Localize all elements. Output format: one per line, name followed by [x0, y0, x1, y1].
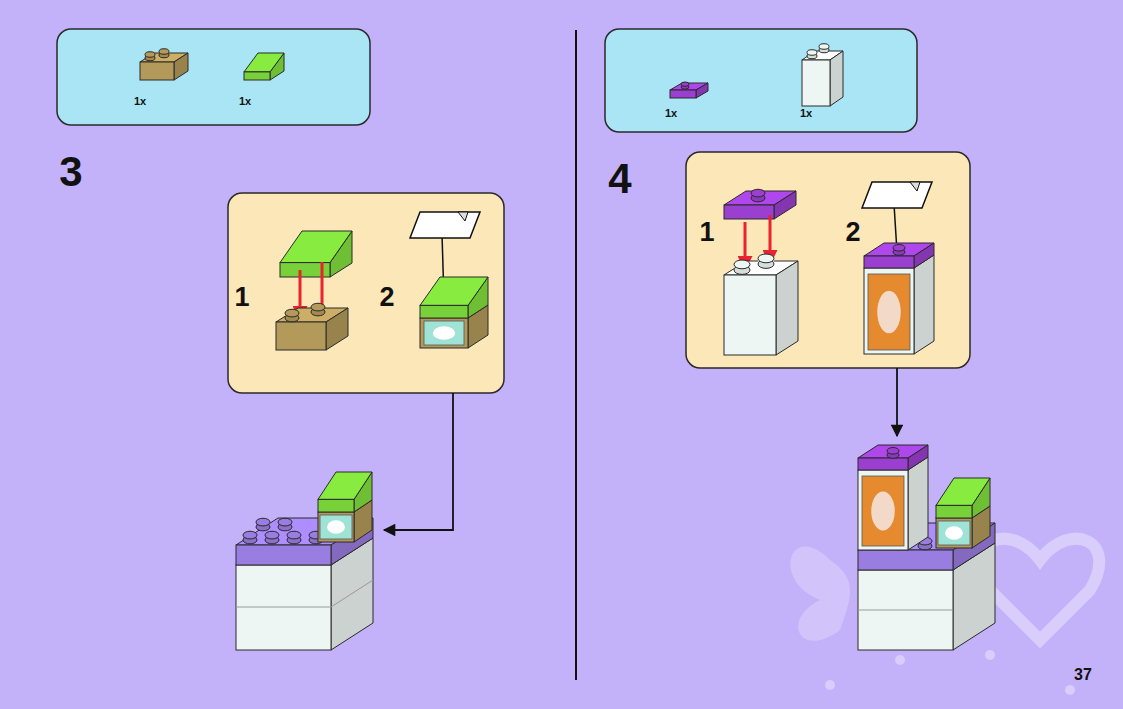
watermark	[790, 539, 1099, 695]
substep-panel: 12	[228, 193, 504, 393]
white-brick-1x2x2	[724, 254, 798, 355]
leader-arrow	[896, 368, 898, 436]
part-count: 1x	[134, 96, 146, 107]
assembly	[236, 472, 373, 650]
leader-arrow	[384, 393, 453, 530]
purple-plate-1x2	[670, 82, 708, 98]
page-divider	[575, 30, 577, 680]
step-number: 3	[59, 151, 82, 193]
parts-panel-fill	[605, 29, 917, 132]
part-count: 1x	[665, 108, 677, 119]
part-count: 1x	[239, 96, 251, 107]
white-brick-1x2x2	[802, 44, 843, 106]
substep-panel-fill	[228, 193, 504, 393]
green-slope	[280, 231, 352, 277]
substep-number: 1	[234, 284, 249, 311]
tan-brick-1x2	[140, 49, 188, 80]
part-count: 1x	[800, 108, 812, 119]
substep-panel: 12	[686, 152, 970, 368]
purple-plate-1x2	[724, 189, 796, 219]
page-number: 37	[1074, 667, 1092, 683]
parts-panel: 1x 1x	[605, 29, 917, 132]
assembly	[858, 445, 995, 650]
substep-number: 1	[699, 219, 714, 246]
parts-panel: 1x 1x	[57, 29, 370, 125]
white-brick-with-sticker	[864, 243, 934, 354]
substep-number: 2	[379, 284, 394, 311]
step-number: 4	[608, 158, 631, 200]
tan-brick-1x2	[276, 303, 348, 350]
substep-panel-fill	[686, 152, 970, 368]
substep-number: 2	[845, 219, 860, 246]
parts-panel-fill	[57, 29, 370, 125]
tan-brick-with-sticker	[420, 277, 488, 348]
green-slope	[244, 53, 284, 80]
